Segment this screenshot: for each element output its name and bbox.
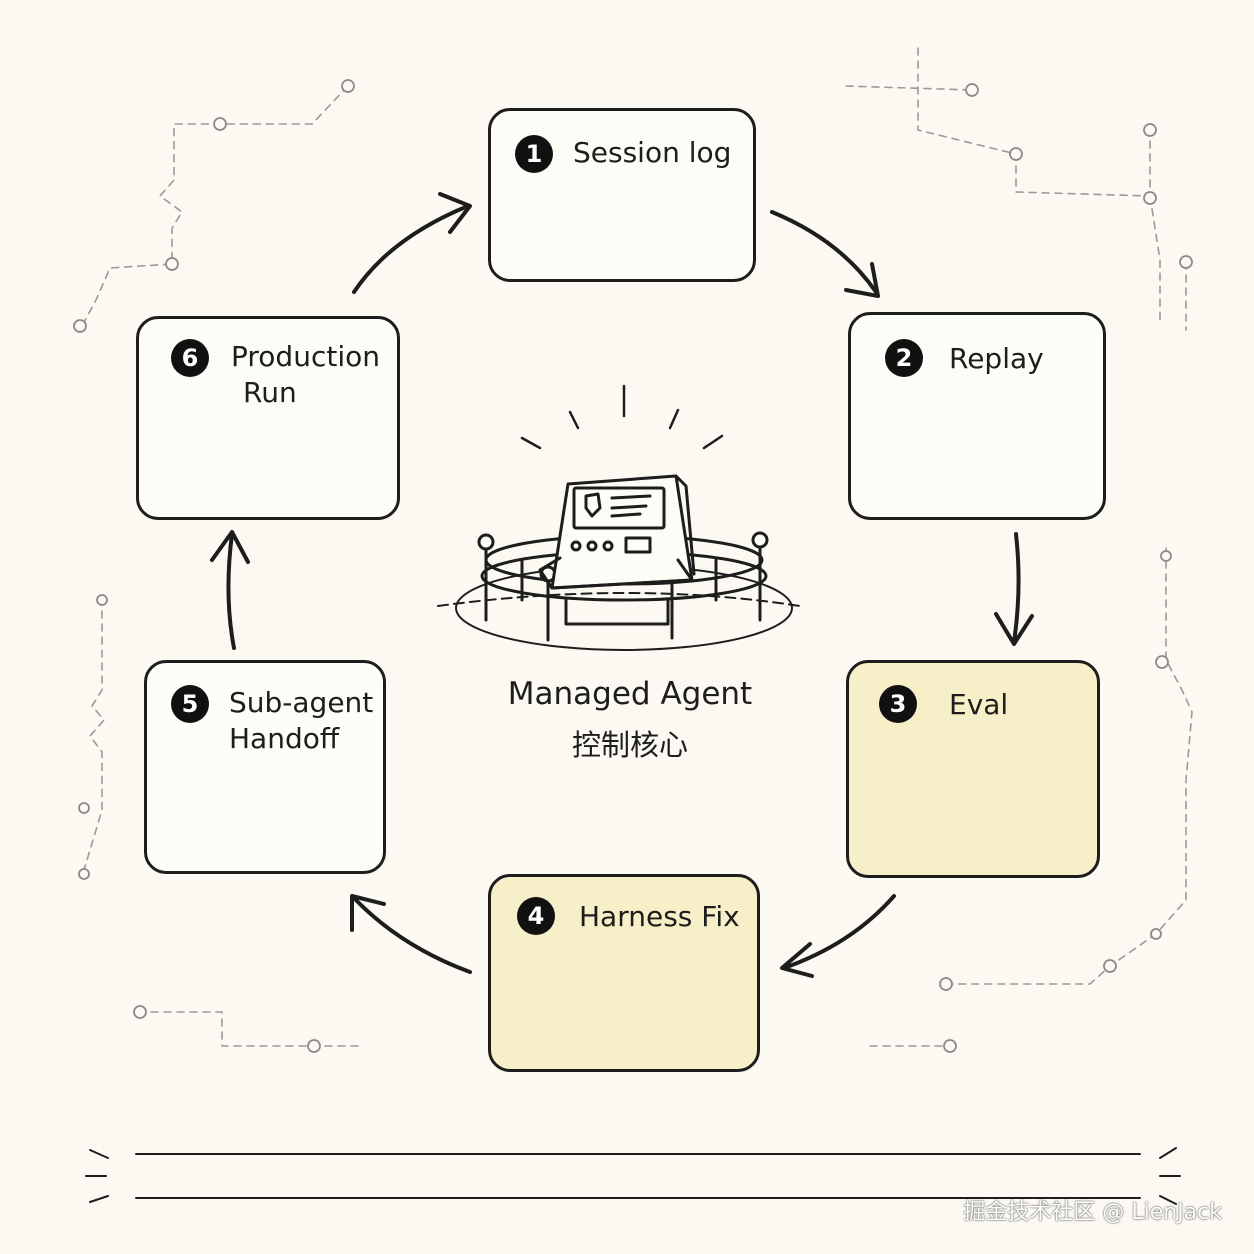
arrow-4-to-5 [352,896,472,974]
step-1-session-log: 1 Session log [488,108,756,282]
step-5-label: Sub-agent Handoff [229,685,373,757]
bottom-rule [85,1147,1181,1205]
circuit-nodes [73,79,1193,1053]
step-4-number-badge: 4 [517,897,555,935]
step-5-title-line1: Sub-agent [229,686,374,719]
step-3-title: Eval [949,688,1009,721]
step-6-title-line1: Production [231,340,380,373]
center-title: Managed Agent [507,676,753,712]
step-4-harness-fix: 4 Harness Fix [488,874,760,1072]
step-6-production-run: 6 Production Run [136,316,400,520]
kiosk-with-railing-icon [437,384,801,651]
arrow-5-to-6 [226,532,236,650]
step-3-number-badge: 3 [879,685,917,723]
step-4-title: Harness Fix [579,900,740,933]
circuit-decoration [81,47,1193,1047]
arrow-3-to-4 [782,894,896,970]
center-subtitle: 控制核心 [571,728,688,762]
step-1-number-badge: 1 [515,135,553,173]
watermark: 掘金技术社区 @ LienJack [963,1200,1222,1225]
step-6-title-line2: Run [243,376,297,409]
step-5-number-badge: 5 [171,685,209,723]
step-2-replay: 2 Replay [848,312,1106,520]
arrow-1-to-2 [770,210,878,294]
arrow-2-to-3 [1012,532,1021,644]
step-6-number-badge: 6 [171,339,209,377]
arrow-6-to-1 [352,204,470,294]
step-2-number-badge: 2 [885,339,923,377]
step-2-label: Replay [949,341,1044,377]
step-3-label: Eval [949,687,1008,723]
step-6-label: Production Run [231,339,380,411]
step-1-title: Session log [573,136,732,169]
step-5-title-line2: Handoff [229,722,340,755]
step-4-label: Harness Fix [579,899,740,935]
step-2-title: Replay [949,342,1044,375]
step-5-sub-agent-handoff: 5 Sub-agent Handoff [144,660,386,874]
step-1-label: Session log [573,135,731,171]
step-3-eval: 3 Eval [846,660,1100,878]
cycle-arrows [210,192,1034,978]
